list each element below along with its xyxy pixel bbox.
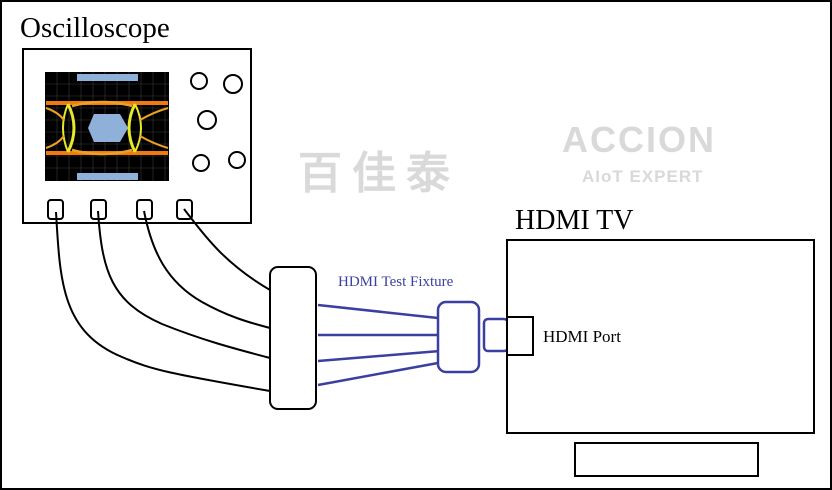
eye-mask-bottom: [77, 173, 138, 180]
fixture-line-1: [317, 303, 439, 320]
hdmi-test-fixture: [436, 300, 481, 374]
tv-hdmi-port: [506, 316, 534, 356]
eye-mask-top: [77, 74, 138, 81]
eye-diagram: [45, 100, 169, 156]
fixture-line-3: [317, 349, 441, 363]
hdmi-port-label: HDMI Port: [543, 327, 621, 346]
channel-4-connector: [176, 199, 193, 220]
knob: [192, 154, 210, 172]
probe-cable-3: [143, 210, 271, 329]
probe-cable-4: [183, 208, 271, 291]
watermark-brand: ACCION: [562, 119, 716, 160]
hdmi-plug: [482, 317, 510, 353]
oscilloscope-knobs: [190, 72, 246, 172]
knob: [223, 74, 243, 94]
fixture-label: HDMI Test Fixture: [338, 274, 454, 290]
watermark-chinese: 百佳泰: [298, 148, 460, 199]
eye-mask-center: [88, 114, 128, 142]
channel-3-connector: [136, 199, 153, 220]
probe-cables: [55, 208, 271, 392]
oscilloscope-body: [22, 48, 252, 224]
probe-adapter-block: [269, 266, 317, 410]
probe-cable-1: [55, 211, 271, 392]
fixture-line-4: [317, 361, 439, 387]
knob: [228, 151, 246, 169]
channel-connectors: [47, 199, 193, 220]
fixture-lines: [317, 303, 441, 387]
oscilloscope-screen: [45, 72, 169, 181]
watermark-tagline: AIoT EXPERT: [582, 167, 704, 186]
tv-title: HDMI TV: [515, 205, 634, 236]
tv-stand: [574, 442, 759, 477]
probe-cable-2: [97, 210, 271, 359]
knob: [190, 72, 208, 90]
knob: [197, 110, 217, 130]
oscilloscope-title: Oscilloscope: [20, 12, 170, 44]
